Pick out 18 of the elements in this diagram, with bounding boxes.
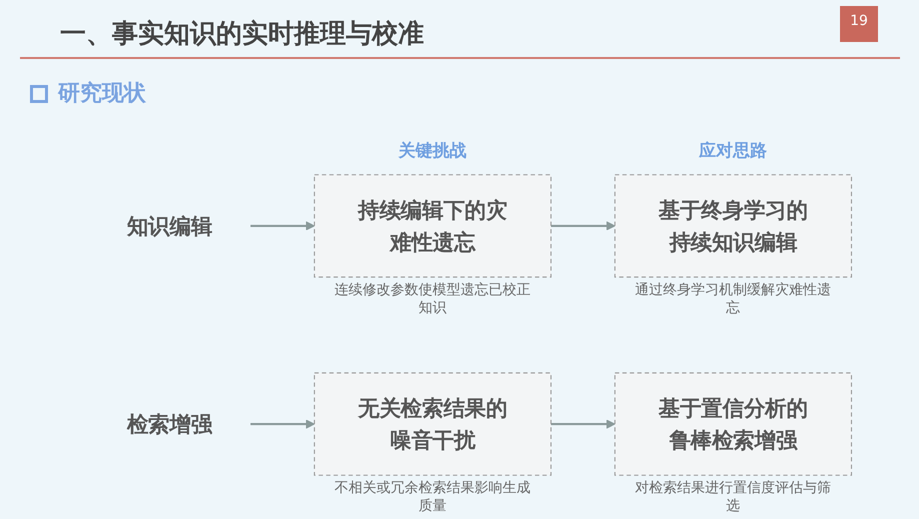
arrow: [550, 419, 616, 429]
slide-title: 一、事实知识的实时推理与校准: [60, 18, 424, 51]
description-text: 对检索结果进行置信度评估与筛选: [634, 479, 832, 516]
node-box: 无关检索结果的噪音干扰: [314, 372, 552, 476]
node-text: 知识编辑: [126, 213, 212, 239]
arrow: [250, 221, 315, 231]
description-text: 不相关或冗余检索结果影响生成质量: [334, 479, 532, 516]
arrow: [550, 221, 616, 231]
description-text: 连续修改参数使模型遗忘已校正知识: [334, 281, 532, 318]
section-heading: 研究现状: [58, 80, 146, 108]
description-text: 通过终身学习机制缓解灾难性遗忘: [634, 281, 832, 318]
arrow: [250, 419, 315, 429]
column-heading: 应对思路: [699, 140, 768, 162]
node-box: 持续编辑下的灾难性遗忘: [314, 174, 552, 278]
node-box: 基于置信分析的鲁棒检索增强: [614, 372, 852, 476]
node-box: 基于终身学习的持续知识编辑: [614, 174, 852, 278]
page-number: 19: [840, 6, 878, 42]
column-heading: 关键挑战: [398, 140, 467, 162]
